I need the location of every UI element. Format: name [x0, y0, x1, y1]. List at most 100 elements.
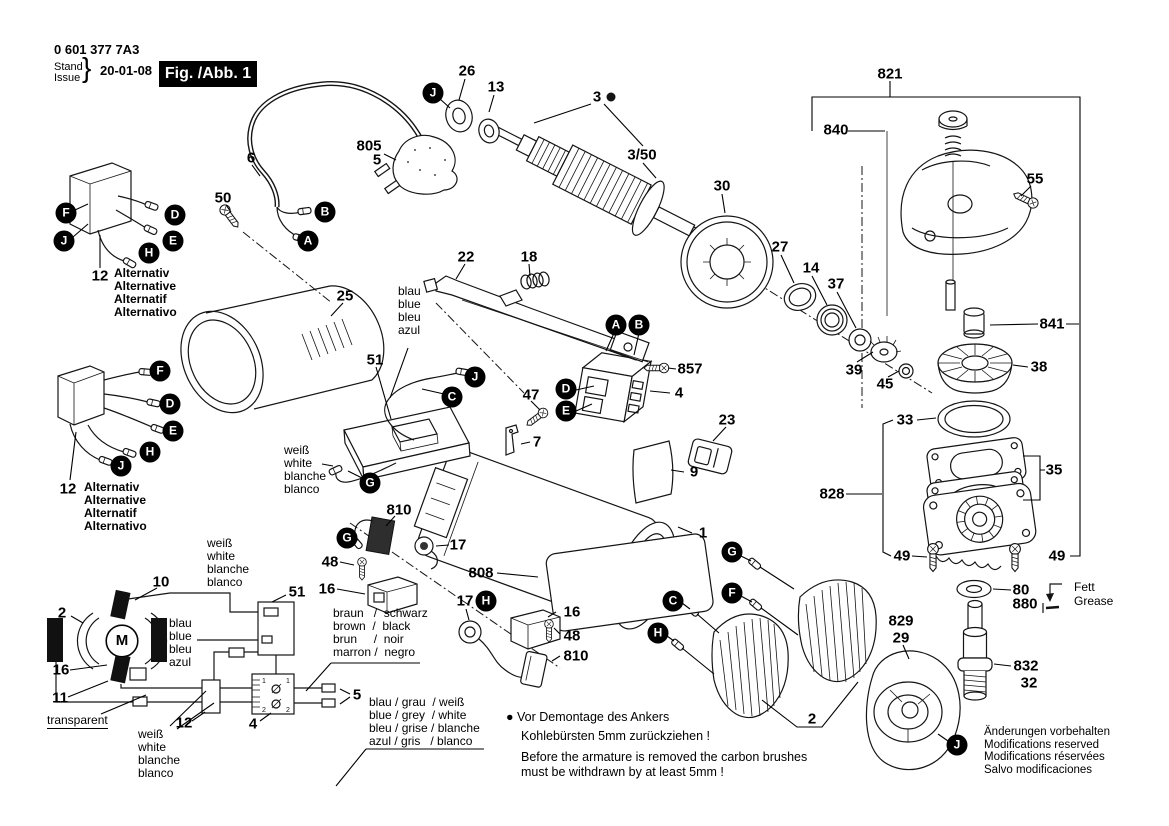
white-wire — [335, 462, 397, 483]
contact-number: 1 — [286, 678, 290, 685]
callout-3: 3 — [592, 88, 602, 106]
alternative-legend: Alternativ Alternative Alternatif Altern… — [84, 480, 147, 533]
air-deflector-30 — [680, 215, 774, 309]
letter-g-callout: G — [336, 527, 358, 549]
callout-1: 1 — [698, 524, 708, 542]
slider-23 — [687, 438, 733, 475]
callout-39: 39 — [845, 361, 863, 379]
spindle-832 — [957, 599, 993, 701]
callout-810: 810 — [386, 501, 412, 519]
stand-label: Stand — [54, 61, 83, 73]
callout-26: 26 — [458, 62, 476, 80]
callout-17: 17 — [456, 592, 474, 610]
letter-d-callout: D — [159, 393, 181, 415]
brush-holder-16-left — [367, 576, 418, 614]
letter-a-callout: A — [605, 314, 627, 336]
callout-38: 38 — [1030, 358, 1048, 376]
capacitor-810-left — [365, 516, 396, 556]
brackets — [339, 96, 1081, 728]
screw-49-right — [1009, 543, 1021, 573]
alternative-legend: Alternativ Alternative Alternatif Altern… — [114, 266, 177, 319]
nut-45 — [898, 363, 914, 379]
white-wire-legend: weiß white blanche blanco — [138, 727, 181, 780]
callout-821: 821 — [877, 65, 903, 83]
issue-date: 20-01-08 — [100, 63, 153, 78]
leader-lines — [67, 78, 1079, 787]
letter-g-callout: G — [359, 472, 381, 494]
capacitor-810-right — [520, 650, 548, 688]
letter-j-callout: J — [110, 455, 132, 477]
modifications-note: Änderungen vorbehalten Modifications res… — [984, 726, 1110, 776]
callout-23: 23 — [718, 411, 736, 429]
letter-f-callout: F — [55, 202, 77, 224]
callout-16: 16 — [318, 580, 336, 598]
spring-840 — [944, 135, 962, 157]
letter-h-callout: H — [647, 622, 669, 644]
mains-plug — [373, 134, 458, 195]
callout-47: 47 — [522, 386, 540, 404]
transparent-legend: transparent — [47, 713, 108, 729]
o-ring-33 — [937, 400, 1011, 438]
letter-d-callout: D — [164, 204, 186, 226]
letter-c-callout: C — [662, 590, 684, 612]
callout-805: 805 — [356, 137, 382, 155]
letter-h-callout: H — [475, 590, 497, 612]
label-plate-9 — [632, 440, 674, 504]
callout-808: 808 — [468, 564, 494, 582]
callout-9: 9 — [689, 463, 699, 481]
callout-30: 30 — [713, 177, 731, 195]
callout-51: 51 — [288, 583, 306, 601]
blue-wire — [384, 372, 459, 441]
white-wire-legend: weiß white blanche blanco — [284, 443, 327, 496]
lever-22 — [423, 275, 650, 363]
callout-48: 48 — [321, 553, 339, 571]
white-wire-legend: weiß white blanche blanco — [207, 536, 250, 589]
callout-45: 45 — [876, 375, 894, 393]
callout-4: 4 — [674, 384, 684, 402]
callout-51: 51 — [366, 351, 384, 369]
armature-3 — [494, 126, 709, 243]
callout-50: 50 — [214, 189, 232, 207]
letter-j-callout: J — [946, 734, 968, 756]
callout-6: 6 — [246, 149, 256, 167]
letter-h-callout: H — [139, 441, 161, 463]
letter-h-callout: H — [138, 242, 160, 264]
screw-48-left — [357, 557, 367, 581]
letter-c-callout: C — [441, 386, 463, 408]
callout-55: 55 — [1026, 170, 1044, 188]
callout-880: 880 — [1012, 595, 1038, 613]
bearing-13 — [478, 118, 500, 144]
callout-49: 49 — [893, 547, 911, 565]
callout-828: 828 — [819, 485, 845, 503]
callout-16: 16 — [52, 661, 70, 679]
callout-840: 840 — [823, 121, 849, 139]
callout-810: 810 — [563, 647, 589, 665]
grease-label-en: Grease — [1074, 594, 1114, 608]
letter-b-callout: B — [628, 314, 650, 336]
stator-housing-25 — [180, 285, 385, 414]
callout-25: 25 — [336, 287, 354, 305]
letter-e-callout: E — [162, 230, 184, 252]
callout-829: 829 — [888, 612, 914, 630]
callout-80: 80 — [1012, 581, 1030, 599]
callout-2: 2 — [57, 604, 67, 622]
callout-33: 33 — [896, 411, 914, 429]
letter-f-callout: F — [721, 582, 743, 604]
callout-17: 17 — [449, 536, 467, 554]
blue-wire-legend: blau blue bleu azul — [169, 616, 192, 669]
figure-label: Fig. /Abb. 1 — [159, 61, 257, 87]
power-cord — [247, 81, 424, 244]
callout-857: 857 — [677, 360, 703, 378]
blue-wire-legend: blau blue bleu azul — [398, 284, 421, 337]
callout-37: 37 — [827, 275, 845, 293]
brush-17-left — [414, 536, 438, 570]
issue-label: Issue — [54, 72, 81, 84]
brush-warning-de-line2: Kohlebürsten 5mm zurückziehen ! — [521, 729, 710, 743]
letter-d-callout: D — [555, 378, 577, 400]
letter-b-callout: B — [314, 201, 336, 223]
washer-80 — [956, 579, 992, 599]
blue-grey-white-legend: blau / grau / weiß blue / grey / white b… — [369, 695, 480, 748]
bearing-14 — [816, 304, 848, 336]
screw-50 — [217, 202, 243, 231]
